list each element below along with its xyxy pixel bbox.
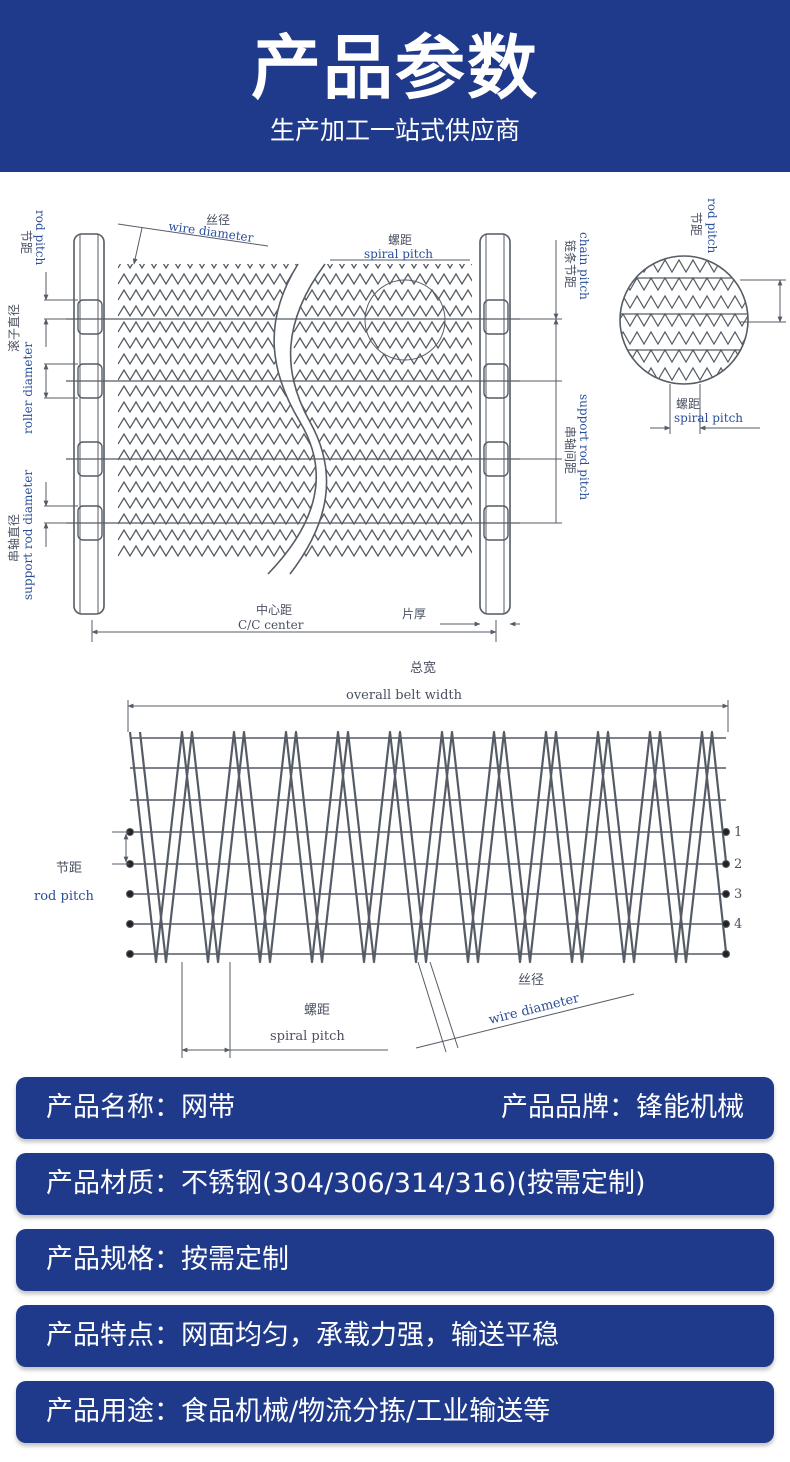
- spec-bar-size: 产品规格：按需定制: [16, 1229, 774, 1291]
- belt-diagram: 节距 rod pitch 滚子直径 roller diameter 串轴直径 s…: [6, 198, 786, 1058]
- bottom-wire-diameter-cn-label: 丝径: [518, 973, 544, 988]
- spec-bar-name-brand: 产品名称：网带 产品品牌：锋能机械: [16, 1077, 774, 1139]
- support-rod-pitch-cn-label: 串轴间距: [563, 426, 578, 474]
- spec-product-name: 产品名称：网带: [46, 1092, 235, 1123]
- spec-material: 产品材质：不锈钢(304/306/314/316)(按需定制): [46, 1168, 646, 1199]
- spiral-pitch-en-label: spiral pitch: [364, 247, 433, 261]
- top-mesh-drawing: [43, 223, 562, 642]
- circle-rod-pitch-en-label: rod pitch: [705, 198, 719, 254]
- bottom-rod-pitch-cn-label: 节距: [56, 861, 82, 876]
- page-subtitle: 生产加工一站式供应商: [269, 116, 520, 145]
- circle-detail-labels: 节距 rod pitch 螺距 spiral pitch: [674, 198, 743, 425]
- bottom-spiral-pitch-cn-label: 螺距: [304, 1003, 330, 1018]
- spec-size: 产品规格：按需定制: [46, 1244, 289, 1275]
- chain-pitch-cn-label: 链条节距: [563, 240, 578, 288]
- header-banner: 产品参数 生产加工一站式供应商: [0, 0, 790, 172]
- row-label-1: 1: [734, 825, 742, 840]
- circle-spiral-pitch-en-label: spiral pitch: [674, 411, 743, 425]
- chain-pitch-en-label: chain pitch: [577, 232, 591, 300]
- spec-usage: 产品用途：食品机械/物流分拣/工业输送等: [46, 1396, 551, 1427]
- spec-bar-features: 产品特点：网面均匀，承载力强，输送平稳: [16, 1305, 774, 1367]
- page-title: 产品参数: [251, 27, 539, 109]
- spec-features: 产品特点：网面均匀，承载力强，输送平稳: [46, 1320, 559, 1351]
- bottom-spiral-pitch-en-label: spiral pitch: [270, 1029, 345, 1044]
- bottom-mesh-drawing: [112, 700, 730, 1058]
- spec-bar-usage: 产品用途：食品机械/物流分拣/工业输送等: [16, 1381, 774, 1443]
- spiral-pitch-cn-label: 螺距: [388, 233, 412, 247]
- cc-center-en-label: C/C center: [238, 618, 304, 632]
- row-label-2: 2: [734, 857, 742, 872]
- roller-diameter-cn-label: 滚子直径: [6, 304, 21, 352]
- bottom-wire-diameter-en-label: wire diameter: [487, 991, 581, 1028]
- circle-spiral-pitch-cn-label: 螺距: [676, 397, 700, 411]
- support-rod-diameter-cn-label: 串轴直径: [6, 514, 21, 562]
- cc-center-cn-label: 中心距: [256, 602, 292, 617]
- overall-width-cn-label: 总宽: [410, 660, 436, 676]
- wire-diameter-cn-label: 丝径: [206, 213, 230, 227]
- row-label-4: 4: [734, 917, 742, 932]
- spec-product-brand: 产品品牌：锋能机械: [501, 1092, 744, 1123]
- overall-width-en-label: overall belt width: [346, 688, 463, 703]
- rod-pitch-en-label: rod pitch: [33, 210, 47, 266]
- top-diagram-labels: 节距 rod pitch 滚子直径 roller diameter 串轴直径 s…: [6, 210, 591, 632]
- support-rod-pitch-en-label: support rod pitch: [577, 394, 591, 500]
- spec-bar-material: 产品材质：不锈钢(304/306/314/316)(按需定制): [16, 1153, 774, 1215]
- thickness-cn-label: 片厚: [402, 607, 426, 621]
- support-rod-diameter-en-label: support rod diameter: [21, 470, 35, 600]
- bottom-rod-pitch-en-label: rod pitch: [34, 889, 94, 904]
- row-label-3: 3: [734, 887, 742, 902]
- circle-detail-drawing: [619, 255, 786, 434]
- rod-pitch-cn-label: 节距: [19, 230, 33, 254]
- circle-rod-pitch-cn-label: 节距: [689, 212, 703, 236]
- roller-diameter-en-label: roller diameter: [21, 342, 35, 434]
